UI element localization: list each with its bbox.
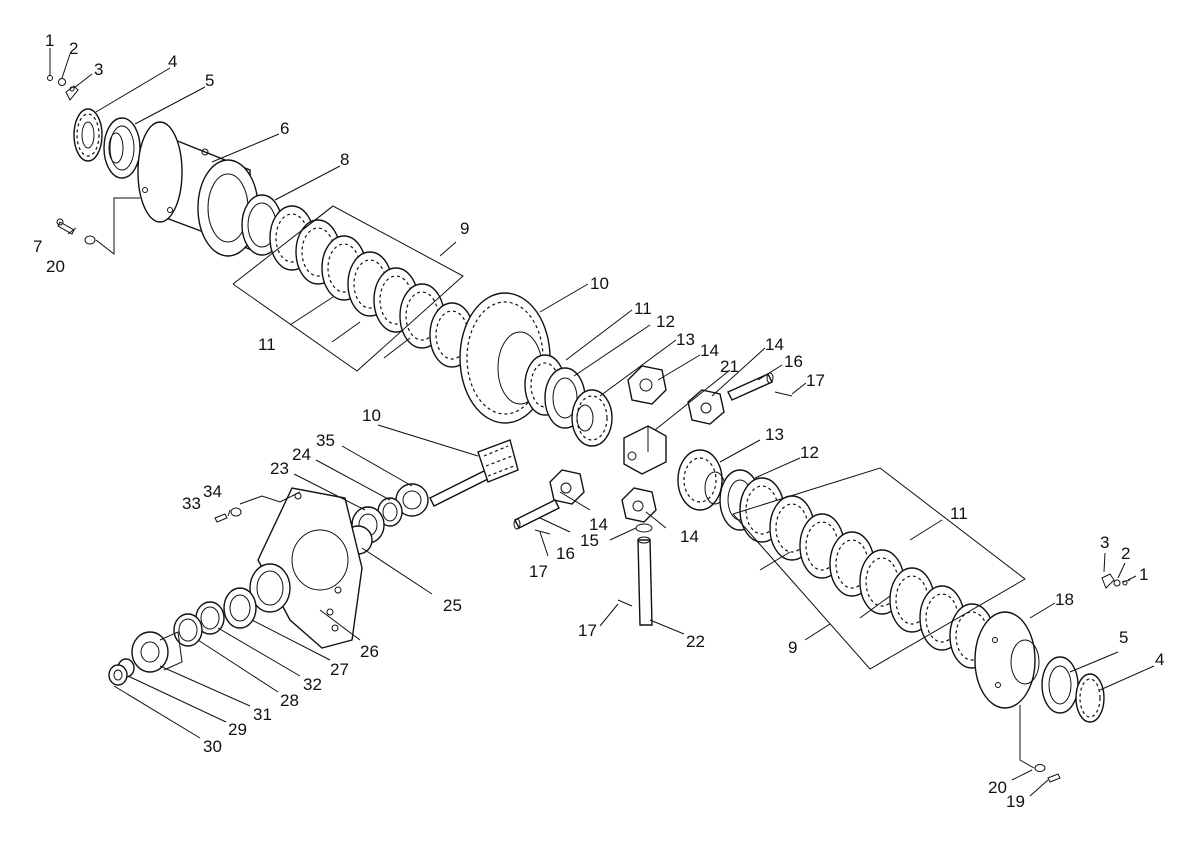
callout-13: 13 <box>765 425 784 444</box>
washer-part-15 <box>635 523 653 533</box>
callout-32: 32 <box>303 675 322 694</box>
callout-8: 8 <box>340 150 349 169</box>
pin-part-1-left <box>47 62 53 81</box>
callout-14: 14 <box>680 527 699 546</box>
seal-part-28 <box>173 613 203 647</box>
callout-9: 9 <box>460 219 469 238</box>
callout-33: 33 <box>182 494 201 513</box>
cross-pin-part-16-lower <box>513 499 560 530</box>
callout-17: 17 <box>529 562 548 581</box>
callout-22: 22 <box>686 632 705 651</box>
callout-4: 4 <box>1155 650 1164 669</box>
side-gear-part-13-right <box>677 449 726 511</box>
pinion-gear-part-14-upper-right <box>687 389 725 425</box>
callout-10: 10 <box>590 274 609 293</box>
callout-17: 17 <box>578 621 597 640</box>
callout-1: 1 <box>45 31 54 50</box>
callout-20: 20 <box>46 257 65 276</box>
shaft-part-22 <box>637 536 653 626</box>
callout-9: 9 <box>788 638 797 657</box>
callout-2: 2 <box>69 39 78 58</box>
ring-nut-part-4-left <box>73 108 103 162</box>
callout-12: 12 <box>656 312 675 331</box>
callout-11: 11 <box>634 299 652 318</box>
cross-pin-part-16-upper <box>727 372 774 401</box>
callout-30: 30 <box>203 737 222 756</box>
callout-25: 25 <box>443 596 462 615</box>
side-gear-part-13-left <box>571 389 613 447</box>
washer-part-2-right <box>1113 579 1121 587</box>
callout-3: 3 <box>94 60 103 79</box>
callout-10: 10 <box>362 406 381 425</box>
callout-35: 35 <box>316 431 335 450</box>
callout-5: 5 <box>1119 628 1128 647</box>
callout-17: 17 <box>806 371 825 390</box>
pin-part-1-right <box>1121 579 1131 586</box>
cover-part-18 <box>974 611 1040 709</box>
callout-29: 29 <box>228 720 247 739</box>
flange-part-31 <box>131 631 183 673</box>
clutch-disc-stack-left <box>269 205 475 368</box>
pinion-carrier-part-26 <box>249 487 363 649</box>
callout-11: 11 <box>950 504 968 523</box>
callout-4: 4 <box>168 52 177 71</box>
washer-part-34 <box>230 507 242 517</box>
callout-7: 7 <box>33 237 42 256</box>
nut-part-30 <box>108 664 128 686</box>
ring-nut-part-4-right <box>1075 673 1105 723</box>
callout-12: 12 <box>800 443 819 462</box>
ring-part-24 <box>377 497 403 527</box>
pinion-gear-part-14-lower-left <box>549 469 585 505</box>
washer-part-20-left <box>84 235 96 245</box>
callout-6: 6 <box>280 119 289 138</box>
bolt-part-7 <box>56 218 75 235</box>
washer-part-20-right <box>1034 764 1046 772</box>
callout-5: 5 <box>205 71 214 90</box>
callout-labels: 1 2 3 4 5 6 8 9 7 20 11 10 11 12 13 14 2… <box>33 31 1164 811</box>
pinion-gear-part-14-upper-left <box>627 365 667 405</box>
roll-pin-part-17-lower <box>617 599 633 607</box>
callout-24: 24 <box>292 445 311 464</box>
roll-pin-part-17-upper <box>774 391 793 397</box>
callout-21: 21 <box>720 357 739 376</box>
bearing-part-35 <box>395 483 429 517</box>
callout-14: 14 <box>700 341 719 360</box>
callout-15: 15 <box>580 531 599 550</box>
bearing-part-5-left <box>103 117 141 179</box>
bolt-part-19 <box>1047 773 1061 783</box>
callout-18: 18 <box>1055 590 1074 609</box>
callout-13: 13 <box>676 330 695 349</box>
bearing-part-27 <box>223 587 257 629</box>
callout-2: 2 <box>1121 544 1130 563</box>
callout-19: 19 <box>1006 792 1025 811</box>
callout-16: 16 <box>556 544 575 563</box>
callout-20: 20 <box>988 778 1007 797</box>
callout-14: 14 <box>589 515 608 534</box>
callout-3: 3 <box>1100 533 1109 552</box>
callout-11: 11 <box>258 335 276 354</box>
bolt-part-33 <box>214 513 228 523</box>
pinion-gear-part-14-lower-right <box>621 487 657 523</box>
differential-housing-part-6 <box>137 121 259 257</box>
lock-plate-part-3-left <box>65 85 79 101</box>
callout-1: 1 <box>1139 565 1148 584</box>
callout-26: 26 <box>360 642 379 661</box>
lock-plate-part-3-right <box>1101 573 1115 589</box>
callout-14: 14 <box>765 335 784 354</box>
callout-28: 28 <box>280 691 299 710</box>
leader-lines <box>49 48 1155 797</box>
bearing-part-5-right <box>1041 656 1079 714</box>
callout-31: 31 <box>253 705 272 724</box>
callout-23: 23 <box>270 459 289 478</box>
callout-16: 16 <box>784 352 803 371</box>
roll-pin-part-17-lower-left <box>534 529 551 535</box>
pinion-shaft-part-10 <box>429 439 519 507</box>
washer-part-2-left <box>58 78 66 86</box>
block-part-21 <box>623 425 667 475</box>
callout-27: 27 <box>330 660 349 679</box>
callout-34: 34 <box>203 482 222 501</box>
